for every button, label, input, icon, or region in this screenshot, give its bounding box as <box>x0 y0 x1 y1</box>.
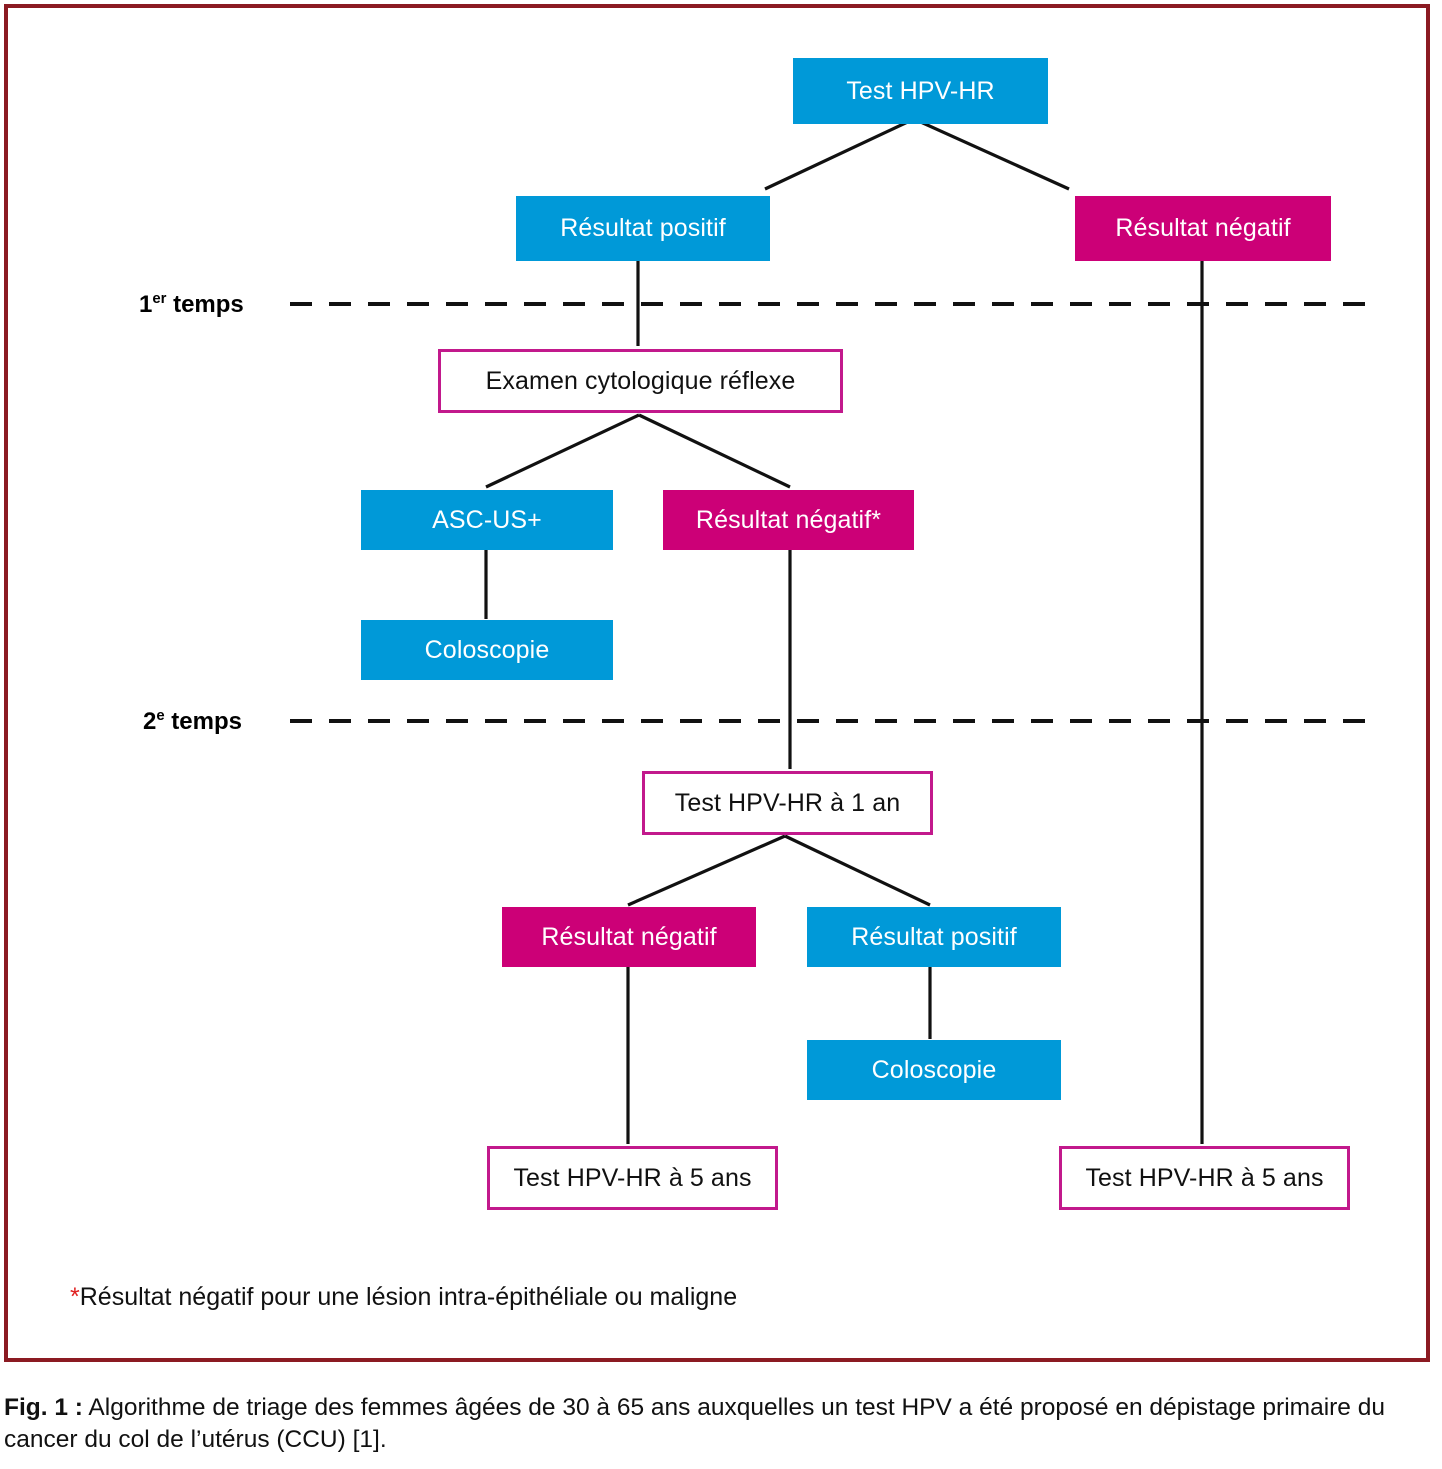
node-hpv-test-5-years-left[interactable]: Test HPV-HR à 5 ans <box>487 1146 778 1210</box>
node-ascus-plus[interactable]: ASC-US+ <box>361 490 613 550</box>
edge-root-to-positive <box>764 117 915 191</box>
node-result-negative-first[interactable]: Résultat négatif <box>1075 196 1331 261</box>
phase-label-first: 1er temps <box>139 291 244 318</box>
node-root-test[interactable]: Test HPV-HR <box>793 58 1048 124</box>
phase-label-second: 2e temps <box>143 708 242 735</box>
node-colposcopy-first[interactable]: Coloscopie <box>361 620 613 680</box>
edge-hpv1an-to-negative2 <box>627 834 786 907</box>
node-hpv-test-5-years-right[interactable]: Test HPV-HR à 5 ans <box>1059 1146 1350 1210</box>
figure-number: Fig. 1 : <box>4 1394 83 1421</box>
figure-caption-text: Algorithme de triage des femmes âgées de… <box>4 1394 1385 1454</box>
footnote: *Résultat négatif pour une lésion intra-… <box>70 1283 737 1312</box>
flowchart-canvas: 1er temps 2e temps Test HPV-HR Résultat … <box>8 8 1426 1358</box>
node-colposcopy-second[interactable]: Coloscopie <box>807 1040 1061 1100</box>
figure-caption: Fig. 1 : Algorithme de triage des femmes… <box>4 1392 1438 1457</box>
footnote-asterisk: * <box>70 1283 80 1311</box>
figure-frame: 1er temps 2e temps Test HPV-HR Résultat … <box>4 4 1430 1362</box>
node-result-negative-second[interactable]: Résultat négatif <box>502 907 756 967</box>
edge-root-to-negative <box>913 117 1070 191</box>
node-result-positive-first[interactable]: Résultat positif <box>516 196 770 261</box>
edge-cytology-to-ascus <box>485 413 640 489</box>
edge-cytology-to-cytoneg <box>638 413 791 489</box>
node-cytology-negative[interactable]: Résultat négatif* <box>663 490 914 550</box>
node-reflex-cytology[interactable]: Examen cytologique réflexe <box>438 349 843 413</box>
edge-hpv1an-to-positive2 <box>784 834 931 907</box>
footnote-text: Résultat négatif pour une lésion intra-é… <box>79 1283 738 1311</box>
node-hpv-test-1-year[interactable]: Test HPV-HR à 1 an <box>642 771 933 835</box>
node-result-positive-second[interactable]: Résultat positif <box>807 907 1061 967</box>
